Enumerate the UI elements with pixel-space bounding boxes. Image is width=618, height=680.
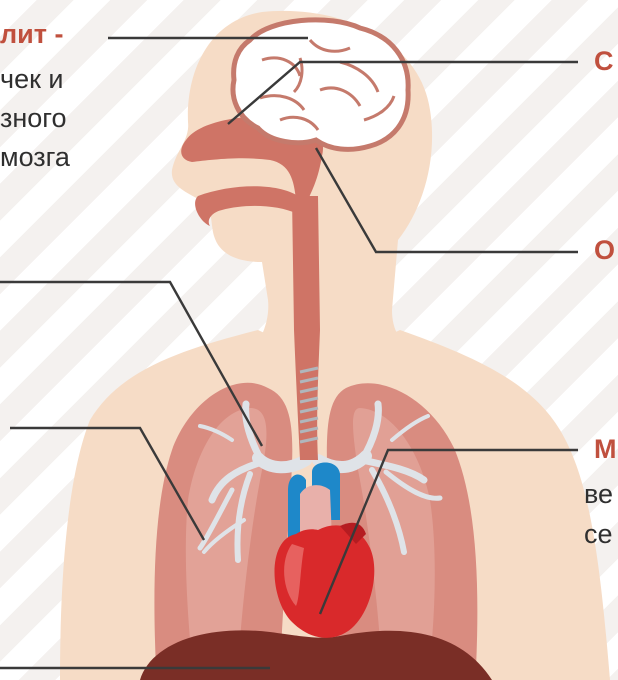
top-left-line4: мозга (0, 141, 70, 173)
right-bottom-line3: се (584, 518, 613, 550)
top-left-title: лит - (0, 18, 63, 50)
right-bottom-line2: ве (584, 478, 613, 510)
top-left-line2: чек и (0, 63, 63, 95)
right-top-label: С (594, 45, 614, 77)
top-left-line3: зного (0, 102, 67, 134)
brain-icon (233, 20, 408, 150)
right-bottom-title: М (594, 433, 617, 465)
right-middle-label: О (594, 234, 615, 266)
